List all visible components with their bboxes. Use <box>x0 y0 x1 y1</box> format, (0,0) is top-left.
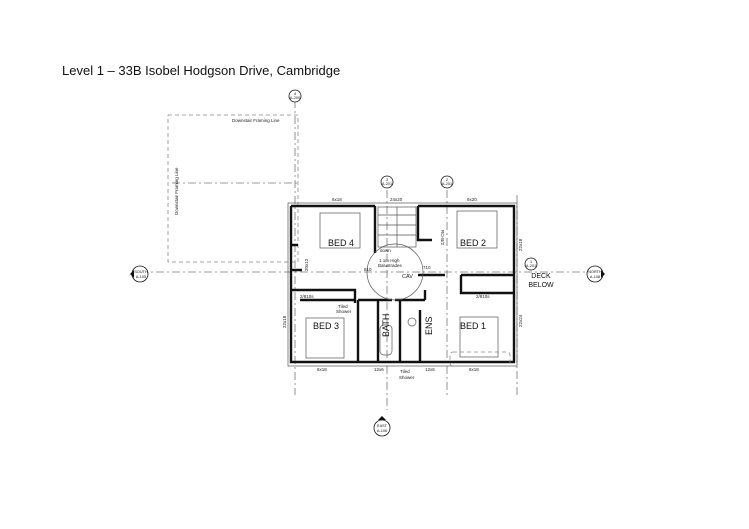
room-bed-2: BED 2 <box>460 238 486 248</box>
note-tiled-shower-top-2: Shower <box>336 309 352 314</box>
note-deck-below: BELOW <box>528 282 554 289</box>
elevation-marker-north: NORTH A-108 <box>586 265 605 283</box>
note-tiled-shower-bottom-2: Shower <box>399 375 415 380</box>
dim-robe-bed2: RO-B/2 <box>440 230 445 246</box>
note-tiled-shower-bottom-1: Tiled <box>400 369 410 374</box>
room-bed-1: BED 1 <box>460 321 486 331</box>
dim-robe-right: 2/810s <box>476 294 490 299</box>
plan-title: Level 1 – 33B Isobel Hodgson Drive, Camb… <box>62 63 341 78</box>
marker-ref: A-108 <box>590 275 600 279</box>
section-marker-3: 3 A-201 <box>380 175 394 189</box>
building-outline <box>287 202 518 367</box>
room-ensuite: ENS <box>424 316 434 335</box>
elevation-marker-south: SOUTH A-105 <box>130 265 149 283</box>
marker-ref: A-105 <box>136 275 146 279</box>
marker-ref: A-201 <box>382 182 392 186</box>
dim-bed1-window: 6x18 <box>469 367 479 372</box>
note-deck: DECK <box>531 273 551 280</box>
note-door-810: 810 <box>364 267 372 272</box>
dim-bed3-side: 22x18 <box>282 315 287 328</box>
dim-bed2-window: 9x20 <box>467 197 477 202</box>
marker-ref: A-106 <box>377 429 387 433</box>
note-balustrade-2: Balustrades <box>378 263 403 268</box>
dim-bath-window: 12x6 <box>374 367 384 372</box>
section-marker-1: 1 A-201 <box>524 257 538 271</box>
staircase <box>366 206 424 301</box>
note-tiled-shower-top-1: Tiled <box>338 304 348 309</box>
marker-ref: A-200 <box>290 96 300 100</box>
note-balustrade-1: 1.1m High <box>379 258 400 263</box>
dim-ens-window: 12x6 <box>425 367 435 372</box>
window-dimensions: 6x18 24x20 9x20 20x12 22x18 22x18 22x24 … <box>282 197 523 372</box>
room-bed-4: BED 4 <box>328 238 354 248</box>
note-down: down <box>380 248 391 253</box>
section-marker-4: 4 A-200 <box>288 89 302 103</box>
dim-bed4-window: 6x18 <box>332 197 342 202</box>
marker-num: EAST <box>377 424 388 428</box>
marker-num: 2 <box>446 178 448 182</box>
room-cavity: CAV <box>402 274 413 280</box>
dim-bed3-window: 6x18 <box>317 367 327 372</box>
dim-robe-left: 2/810s <box>300 294 314 299</box>
marker-num: 4 <box>294 92 296 96</box>
furniture <box>305 210 511 367</box>
marker-num: 1 <box>530 260 532 264</box>
marker-ref: A-201 <box>526 264 536 268</box>
section-marker-2: 2 A-201 <box>440 175 454 189</box>
dim-bed2-side: 22x18 <box>518 238 523 251</box>
dim-bed4-side: 20x12 <box>304 258 309 271</box>
marker-num: SOUTH <box>134 270 148 274</box>
room-bath: BATH <box>381 314 391 337</box>
marker-num: 3 <box>386 178 388 182</box>
framing-label-top: Downstair Framing Line <box>232 118 280 123</box>
room-bed-3: BED 3 <box>313 321 339 331</box>
dim-stair-window: 24x20 <box>390 197 403 202</box>
elevation-marker-east: EAST A-106 <box>373 416 391 437</box>
dim-bed1-side: 22x24 <box>518 314 523 327</box>
notes: 1.1m High Balustrades down Tiled Shower … <box>336 248 554 380</box>
downstair-framing-line: Downstair Framing Line Downstair Framing… <box>167 100 299 395</box>
framing-label-side: Downstair Framing Line <box>174 167 179 215</box>
marker-num: NORTH <box>588 270 602 274</box>
note-door-710: 710 <box>423 265 431 270</box>
marker-ref: A-201 <box>442 182 452 186</box>
